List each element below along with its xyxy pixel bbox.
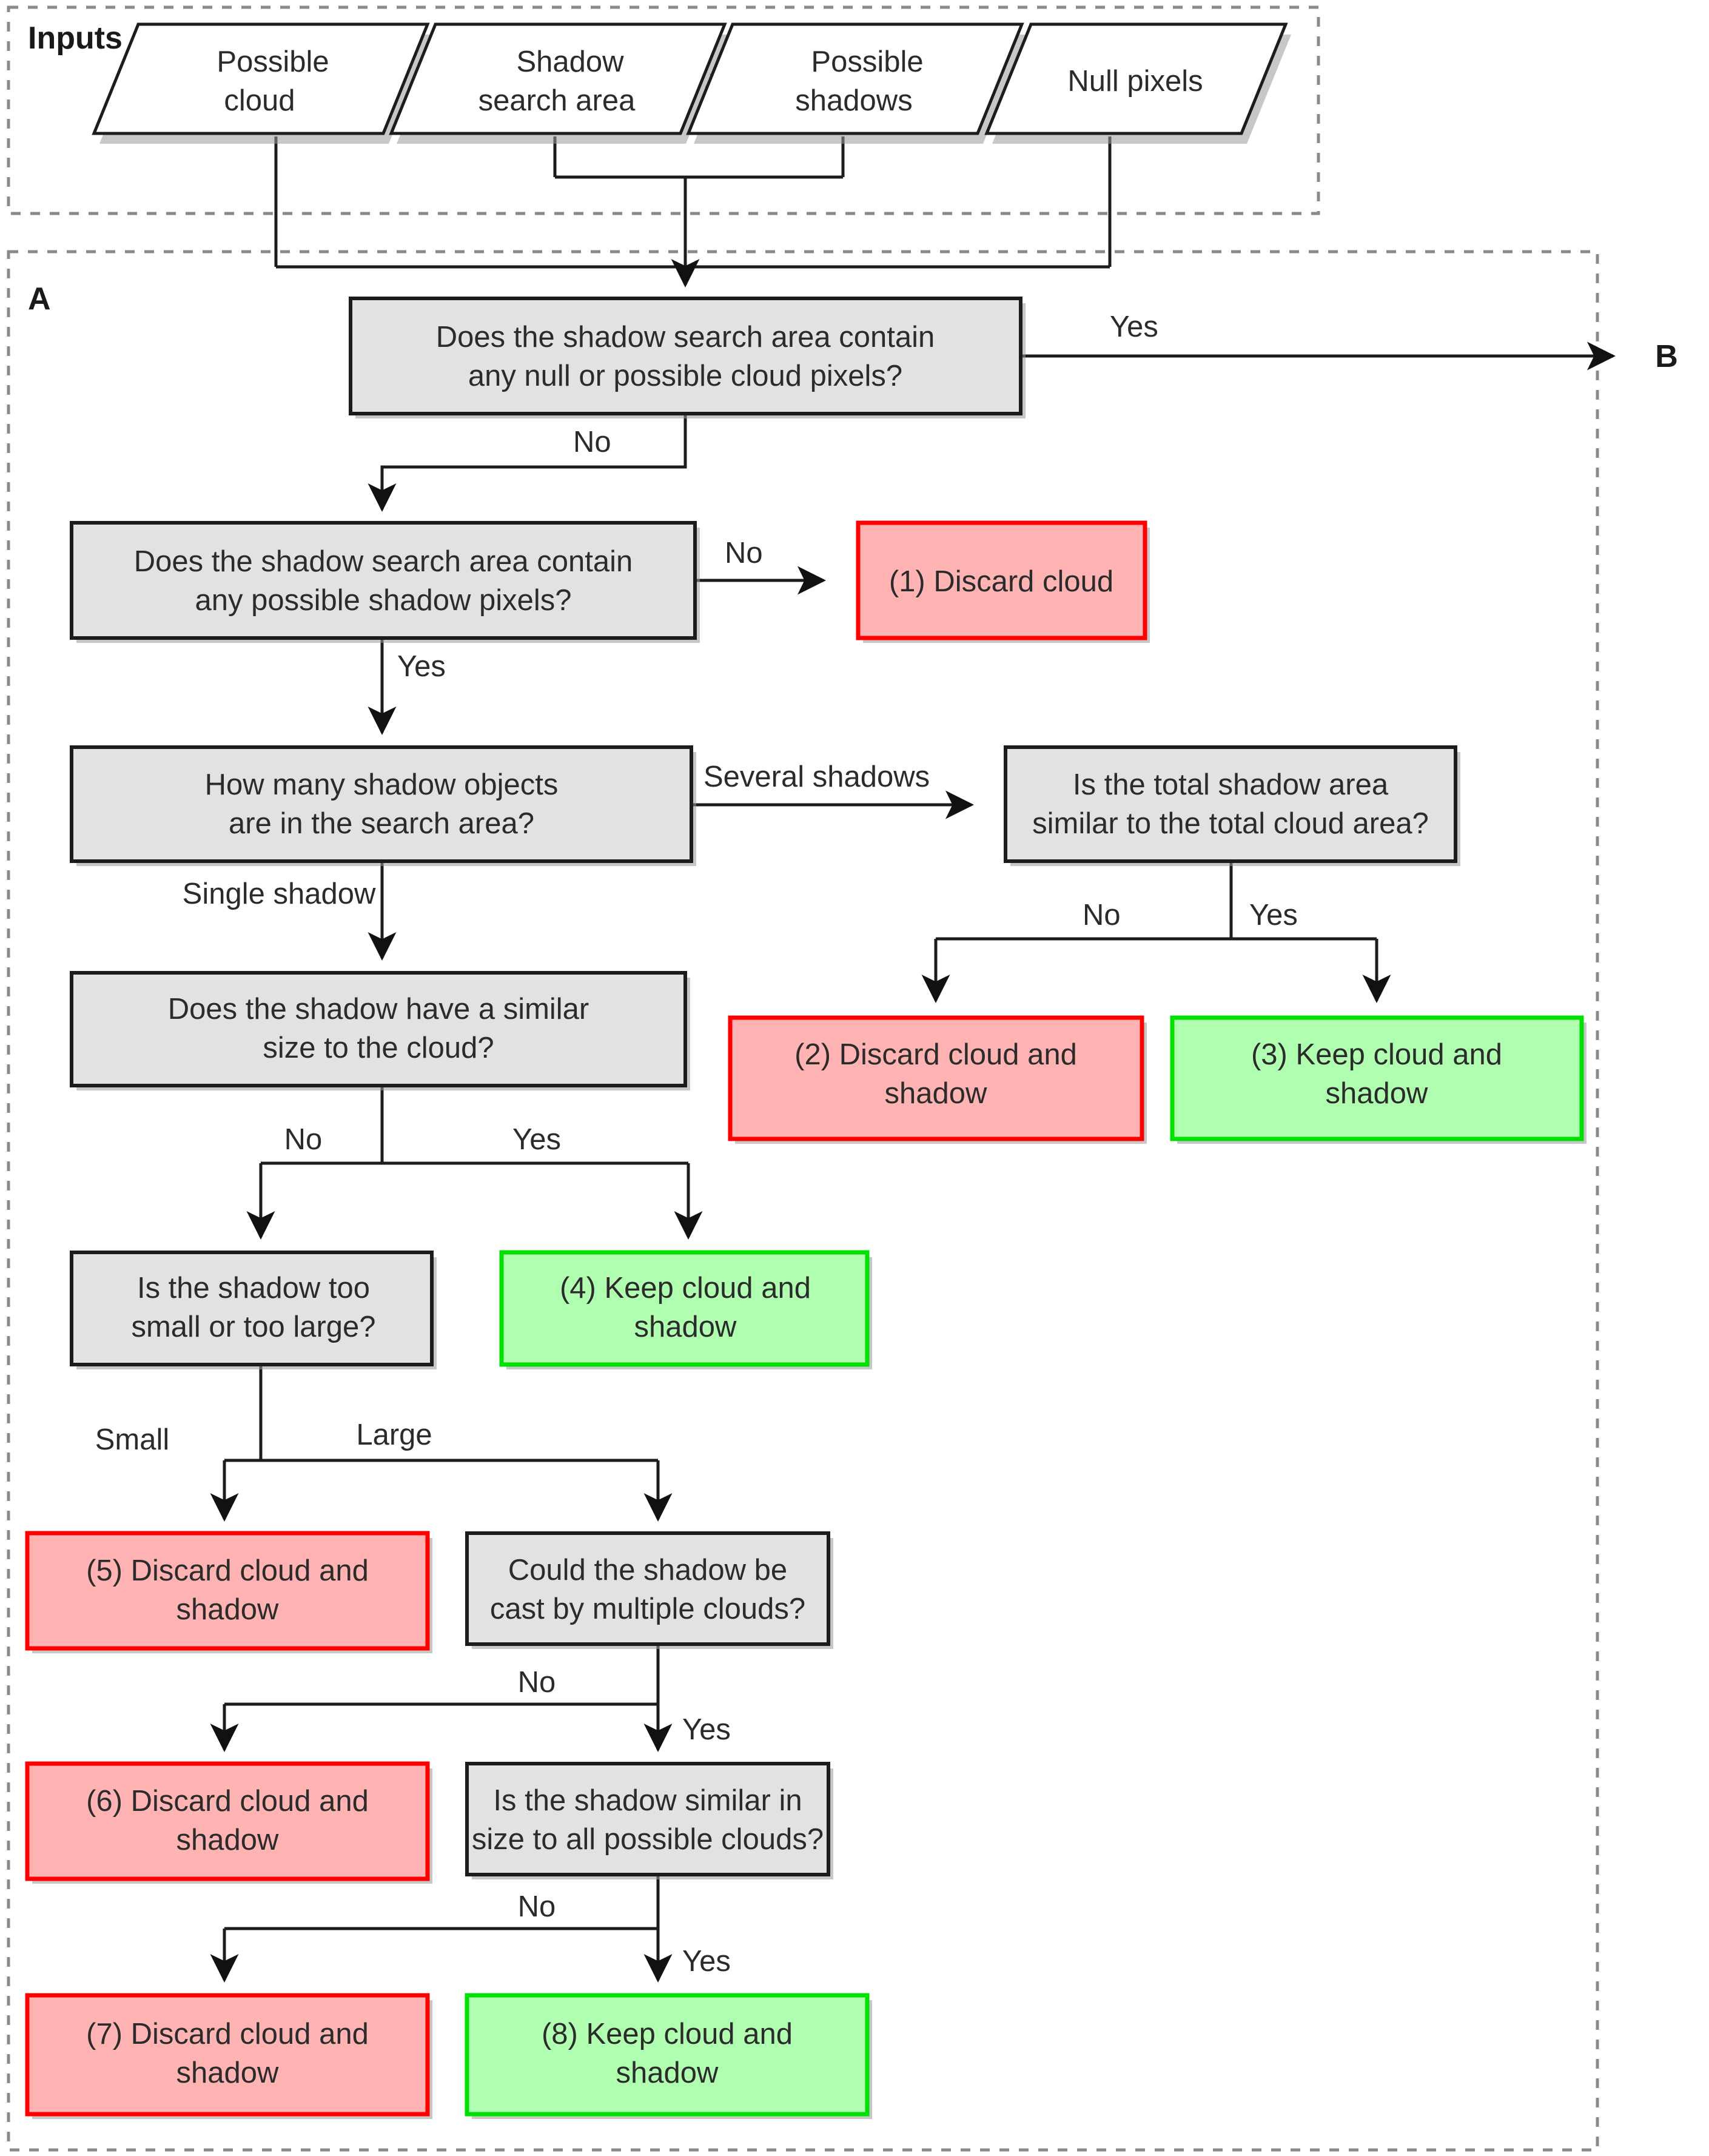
region-label-a: A	[28, 281, 51, 317]
edge-label-d8-yes: Yes	[682, 1945, 731, 1978]
input-shadow-search-area[interactable]: Shadow search area	[389, 22, 730, 144]
outcome-label-line1: (2) Discard cloud and	[794, 1038, 1077, 1071]
decision-shadow-too-small-or-large[interactable]: Is the shadow too small or too large?	[70, 1251, 437, 1369]
decision-label-line1: Is the shadow similar in	[493, 1784, 802, 1817]
outcome-label-line2: shadow	[885, 1077, 988, 1110]
edge-label-d4-yes: Yes	[1249, 899, 1298, 932]
decision-cast-by-multiple-clouds[interactable]: Could the shadow be cast by multiple clo…	[465, 1531, 833, 1649]
outcome-7-discard-cloud-and-shadow[interactable]: (7) Discard cloud and shadow	[25, 1993, 432, 2119]
outcome-8-keep-cloud-and-shadow[interactable]: (8) Keep cloud and shadow	[465, 1993, 872, 2119]
edge-label-d5-yes: Yes	[512, 1123, 561, 1156]
decision-label-line1: Could the shadow be	[508, 1554, 787, 1587]
outcome-label-line1: (5) Discard cloud and	[86, 1554, 369, 1587]
edge-label-d6-large: Large	[356, 1419, 432, 1451]
outcome-1-discard-cloud[interactable]: (1) Discard cloud	[856, 520, 1150, 643]
edge-label-d3-several: Several shadows	[703, 761, 930, 793]
input-label-line1: Possible	[217, 45, 329, 78]
decision-label-line1: Is the shadow too	[137, 1272, 370, 1305]
outcome-2-discard-cloud-and-shadow[interactable]: (2) Discard cloud and shadow	[728, 1015, 1147, 1144]
decision-label-line2: similar to the total cloud area?	[1032, 807, 1429, 840]
edge-label-d8-no: No	[518, 1890, 556, 1923]
input-label-line2: search area	[478, 84, 636, 117]
decision-label-line2: any possible shadow pixels?	[195, 584, 571, 617]
connector-label-b: B	[1655, 339, 1678, 374]
decision-label-line1: Does the shadow have a similar	[168, 993, 589, 1026]
decision-total-shadow-area[interactable]: Is the total shadow area similar to the …	[1004, 745, 1460, 866]
edge-label-d1-yes: Yes	[1110, 311, 1158, 343]
outcome-4-keep-cloud-and-shadow[interactable]: (4) Keep cloud and shadow	[499, 1250, 872, 1369]
input-possible-shadows[interactable]: Possible shadows	[686, 22, 1027, 144]
decision-label-line2: any null or possible cloud pixels?	[468, 360, 902, 392]
decision-label-line2: are in the search area?	[229, 807, 534, 840]
edge-label-d1-no: No	[573, 426, 611, 458]
edge-label-d2-no: No	[725, 537, 763, 569]
region-label-inputs: Inputs	[28, 21, 123, 56]
decision-label-line1: Does the shadow search area contain	[134, 545, 633, 578]
decision-label-line1: Is the total shadow area	[1073, 768, 1389, 801]
edge-label-d7-no: No	[518, 1666, 556, 1699]
edge-label-d7-yes: Yes	[682, 1713, 731, 1746]
decision-shadow-similar-size[interactable]: Does the shadow have a similar size to t…	[70, 971, 690, 1090]
decision-label-line2: size to the cloud?	[263, 1032, 494, 1064]
input-label-line2: shadows	[795, 84, 912, 117]
decision-possible-shadow-pixels[interactable]: Does the shadow search area contain any …	[70, 521, 700, 643]
decision-label-line1: How many shadow objects	[205, 768, 559, 801]
edge-label-d2-yes: Yes	[397, 650, 446, 683]
edge-label-d4-no: No	[1083, 899, 1121, 932]
outcome-5-discard-cloud-and-shadow[interactable]: (5) Discard cloud and shadow	[25, 1531, 432, 1653]
input-possible-cloud[interactable]: Possible cloud	[92, 22, 433, 144]
outcome-label-line2: shadow	[1326, 1077, 1429, 1110]
region-a-border	[7, 250, 1599, 2152]
input-label-line1: Shadow	[516, 45, 624, 78]
outcome-label-line1: (7) Discard cloud and	[86, 2018, 369, 2050]
outcome-label-line2: shadow	[176, 2057, 280, 2089]
input-null-pixels[interactable]: Null pixels	[984, 22, 1291, 144]
decision-label-line2: small or too large?	[131, 1311, 375, 1343]
outcome-label-line1: (8) Keep cloud and	[542, 2018, 793, 2050]
decision-label-line2: cast by multiple clouds?	[490, 1593, 805, 1625]
decision-null-or-cloud-pixels[interactable]: Does the shadow search area contain any …	[349, 297, 1026, 418]
outcome-label-line1: (1) Discard cloud	[889, 565, 1113, 598]
decision-shadow-similar-to-all-clouds[interactable]: Is the shadow similar in size to all pos…	[465, 1762, 833, 1879]
outcome-label-line1: (3) Keep cloud and	[1251, 1038, 1502, 1071]
edge-label-d5-no: No	[284, 1123, 323, 1156]
outcome-label-line1: (4) Keep cloud and	[560, 1272, 811, 1305]
outcome-label-line1: (6) Discard cloud and	[86, 1785, 369, 1818]
edge-d1-no-to-d2	[368, 414, 687, 512]
outcome-3-keep-cloud-and-shadow[interactable]: (3) Keep cloud and shadow	[1170, 1015, 1586, 1144]
edge-label-d6-small: Small	[95, 1423, 170, 1456]
decision-label-line1: Does the shadow search area contain	[436, 321, 935, 354]
decision-label-line2: size to all possible clouds?	[472, 1823, 824, 1856]
outcome-label-line2: shadow	[634, 1311, 737, 1343]
input-label-line1: Null pixels	[1067, 65, 1203, 98]
outcome-label-line2: shadow	[176, 1824, 280, 1856]
decision-how-many-shadow-objects[interactable]: How many shadow objects are in the searc…	[70, 745, 696, 866]
input-label-line2: cloud	[224, 84, 295, 117]
outcome-label-line2: shadow	[176, 1593, 280, 1626]
outcome-label-line2: shadow	[616, 2057, 719, 2089]
input-label-line1: Possible	[811, 45, 923, 78]
edge-label-d3-single: Single shadow	[183, 878, 376, 910]
outcome-6-discard-cloud-and-shadow[interactable]: (6) Discard cloud and shadow	[25, 1761, 432, 1884]
